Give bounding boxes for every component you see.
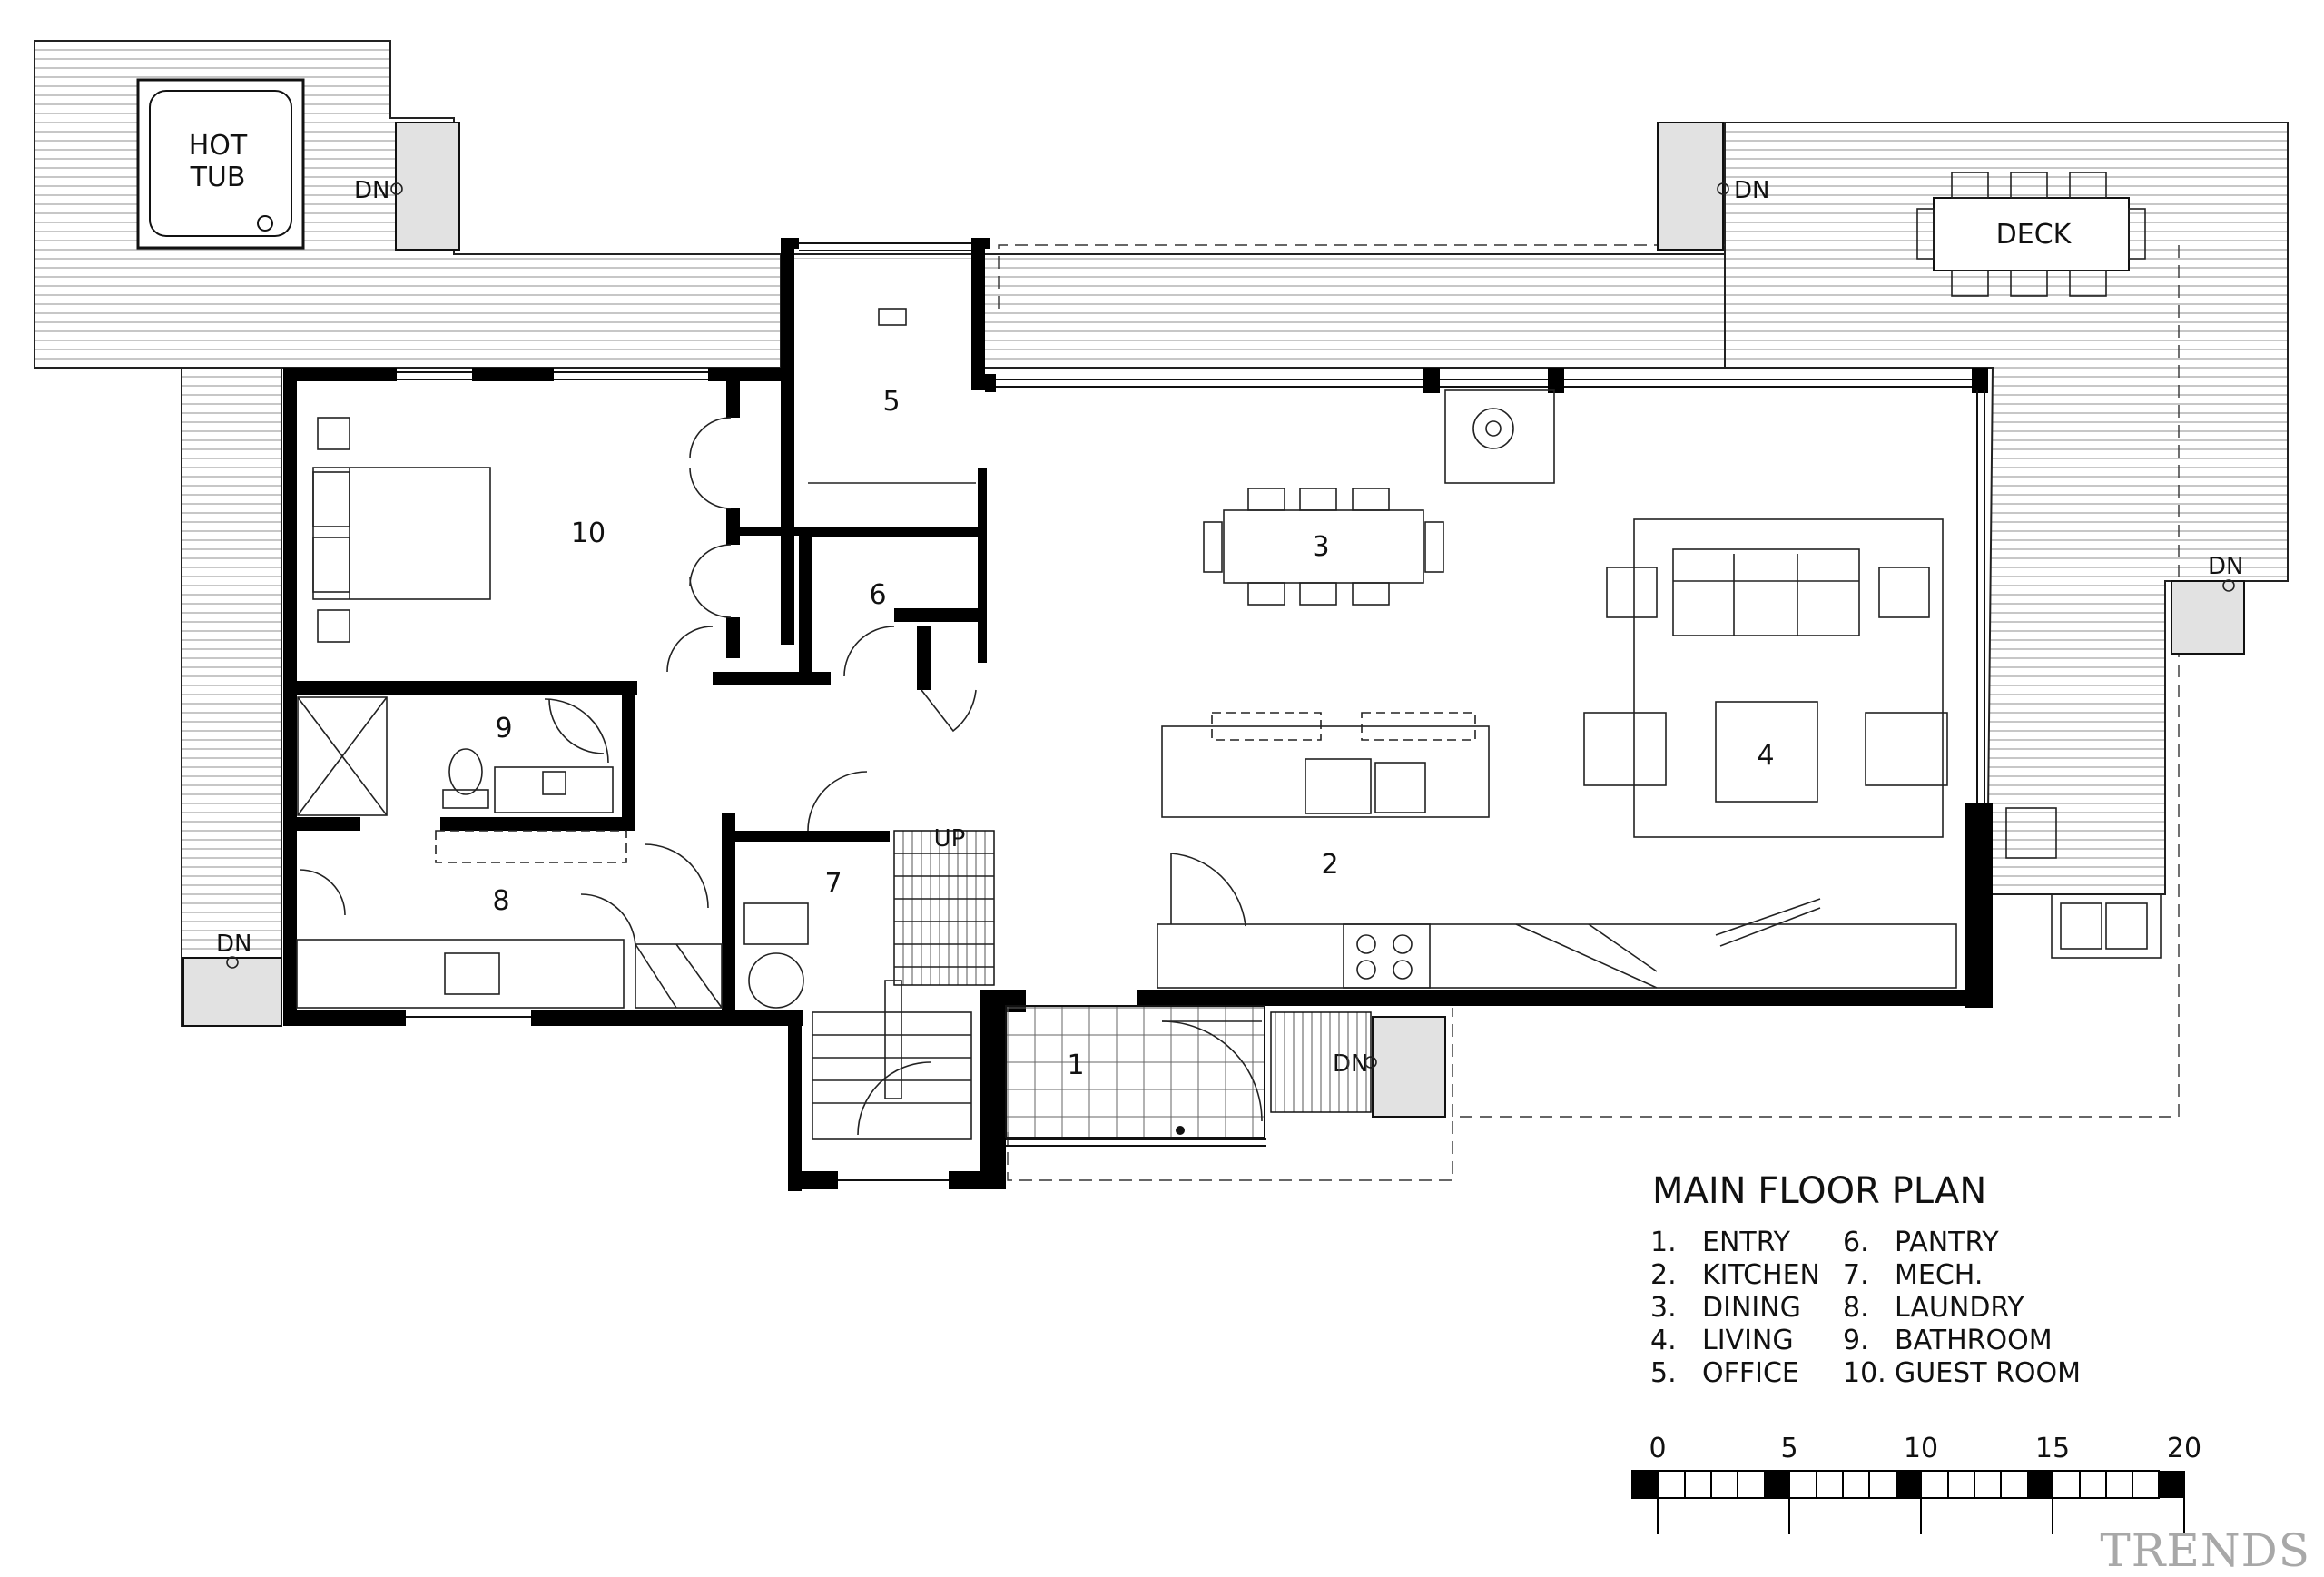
legend-name-6: PANTRY <box>1895 1227 1999 1258</box>
kitchen-counter <box>1157 853 1957 989</box>
legend-name-1: ENTRY <box>1702 1227 1791 1258</box>
legend-num-6: 6. <box>1843 1227 1869 1258</box>
legend-num-9: 9. <box>1843 1325 1869 1356</box>
laundry-fixtures <box>296 830 723 1009</box>
wood-stove <box>1444 389 1555 484</box>
room-number-4: 4 <box>1757 740 1774 772</box>
dn-label-1: DN <box>354 177 389 204</box>
room-number-7: 7 <box>824 868 842 900</box>
legend-num-4: 4. <box>1650 1325 1677 1356</box>
room-number-8: 8 <box>492 885 509 917</box>
legend-name-9: BATHROOM <box>1895 1325 2053 1356</box>
bathroom-fixtures <box>297 696 614 816</box>
legend-num-7: 7. <box>1843 1259 1869 1291</box>
legend-name-5: OFFICE <box>1702 1357 1799 1389</box>
room-number-10: 10 <box>571 517 606 549</box>
living-room-furniture <box>1583 518 1948 838</box>
legend-title: MAIN FLOOR PLAN <box>1652 1170 1986 1212</box>
mech-fixtures <box>743 771 868 1009</box>
interior <box>290 259 1979 1176</box>
dn-label-2: DN <box>1734 177 1769 204</box>
stairs: UP <box>812 825 995 1140</box>
guest-bed <box>312 417 491 643</box>
trends-watermark: TRENDS <box>2100 1524 2310 1577</box>
room-number-5: 5 <box>882 386 900 418</box>
legend-name-2: KITCHEN <box>1702 1259 1820 1291</box>
legend-name-7: MECH. <box>1895 1259 1983 1291</box>
dining-set <box>1203 488 1444 606</box>
scale-tick-5: 5 <box>1780 1433 1797 1464</box>
up-label: UP <box>934 825 966 853</box>
room-number-6: 6 <box>869 579 886 611</box>
hot-tub: HOT TUB <box>136 78 305 250</box>
legend-name-8: LAUNDRY <box>1895 1292 2024 1324</box>
scale-tick-15: 15 <box>2035 1433 2070 1464</box>
outdoor-kitchen <box>2005 807 2162 959</box>
legend-num-2: 2. <box>1650 1259 1677 1291</box>
room-number-2: 2 <box>1321 849 1338 881</box>
legend-num-10: 10. <box>1843 1357 1886 1389</box>
legend-num-1: 1. <box>1650 1227 1677 1258</box>
door-swings <box>544 698 931 1136</box>
legend-num-8: 8. <box>1843 1292 1869 1324</box>
entry-floor <box>1005 1005 1265 1138</box>
legend-num-3: 3. <box>1650 1292 1677 1324</box>
kitchen-island <box>1161 712 1490 818</box>
deck-dining-set: DECK <box>1916 172 2146 297</box>
room-numbers: 1 2 3 4 5 6 7 8 9 10 <box>492 386 1774 1081</box>
deck-left-lower <box>181 367 282 1027</box>
dn-label-3: DN <box>2208 553 2243 580</box>
room-number-3: 3 <box>1312 531 1329 563</box>
hot-tub-label-1: HOT <box>189 130 248 162</box>
scale-tick-20: 20 <box>2167 1433 2201 1464</box>
scale-tick-0: 0 <box>1649 1433 1666 1464</box>
legend-name-3: DINING <box>1702 1292 1801 1324</box>
room-number-9: 9 <box>495 713 512 744</box>
legend-num-5: 5. <box>1650 1357 1677 1389</box>
walls <box>283 238 1993 1191</box>
entry-steps <box>1270 1011 1372 1113</box>
step-blocks <box>182 122 2245 1118</box>
hot-tub-label-2: TUB <box>190 162 246 193</box>
dn-label-4: DN <box>216 931 251 958</box>
windows <box>397 242 1985 1181</box>
closet-doors <box>666 417 977 733</box>
room-number-1: 1 <box>1067 1050 1084 1081</box>
scale-bar: 0 5 10 15 20 <box>1631 1433 2201 1534</box>
scale-tick-10: 10 <box>1904 1433 1938 1464</box>
deck-label: DECK <box>1996 219 2073 251</box>
legend-name-4: LIVING <box>1702 1325 1794 1356</box>
legend-name-10: GUEST ROOM <box>1895 1357 2081 1389</box>
legend: MAIN FLOOR PLAN 1. ENTRY 2. KITCHEN 3. D… <box>1650 1170 2081 1389</box>
